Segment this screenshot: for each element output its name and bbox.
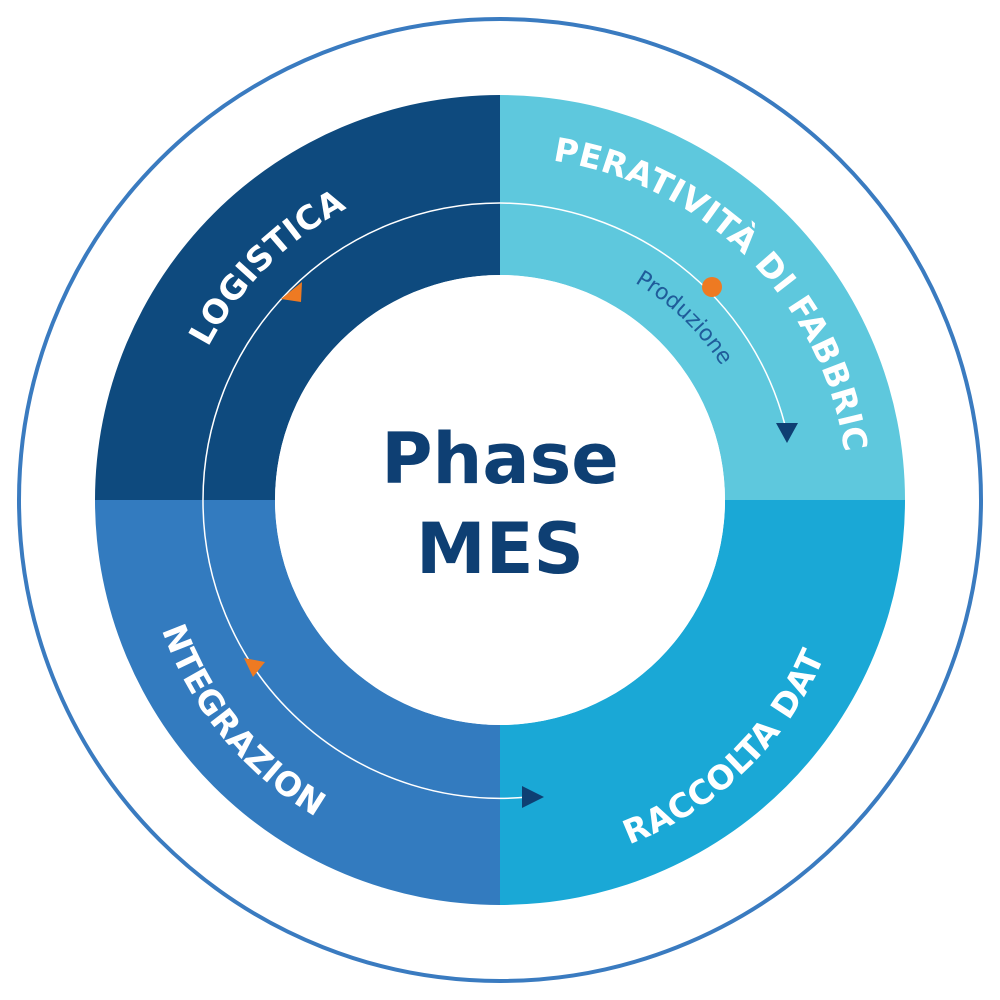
outer-ring <box>17 17 983 983</box>
arrow-down-icon <box>776 423 798 443</box>
center-title-line1: Phase <box>381 418 619 500</box>
center-title-line2: MES <box>416 508 584 590</box>
segment-integrazione <box>95 500 500 905</box>
segment-operativita <box>500 95 905 500</box>
arrow-accent-bottom-icon <box>244 658 265 677</box>
center-disc <box>275 275 725 725</box>
produzione-marker <box>702 277 722 297</box>
flow-line <box>499 202 786 426</box>
arrow-accent-top-icon <box>281 282 302 302</box>
arrow-right-icon <box>522 786 544 808</box>
flow-line-left <box>202 202 501 501</box>
flow-line-bottom <box>202 499 529 800</box>
segment-raccolta <box>500 500 905 905</box>
